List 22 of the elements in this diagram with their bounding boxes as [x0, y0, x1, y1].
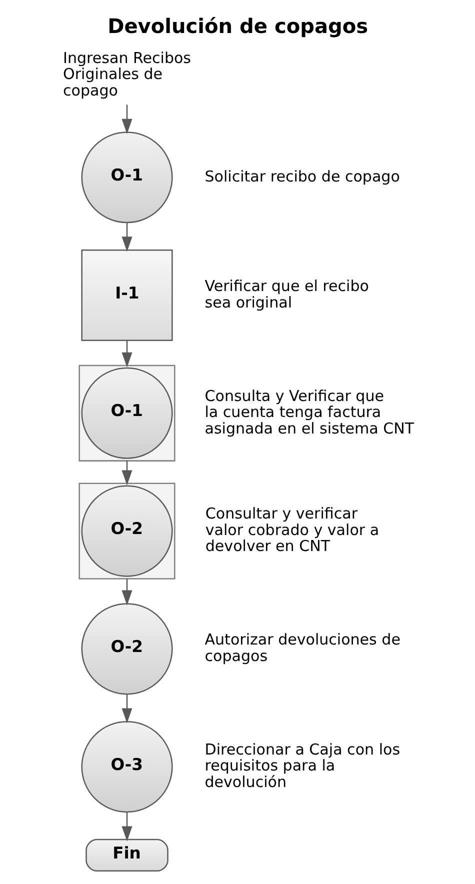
- node-text: Ingresan Recibos Originales de copago: [62, 48, 191, 100]
- node-circle: O-2: [80, 603, 172, 695]
- node-circle: O-1: [80, 132, 172, 224]
- node-label: Consultar y verificar valor cobrado y valor a devolver en CNT: [204, 504, 379, 556]
- arrow: [121, 812, 132, 842]
- arrow: [121, 340, 132, 368]
- node-circle: O-3: [80, 721, 172, 813]
- node-box: Fin: [85, 838, 168, 872]
- arrow: [121, 694, 132, 724]
- node-label: Solicitar recibo de copago: [204, 167, 400, 186]
- diagram-title: Devolución de copagos: [107, 14, 368, 38]
- node-label: Verificar que el recibo sea original: [204, 277, 368, 312]
- node-box: I-1: [80, 250, 172, 342]
- node-label: Autorizar devoluciones de copagos: [204, 630, 400, 665]
- node-circle: O-1: [80, 367, 172, 459]
- node-circle: O-2: [80, 485, 172, 577]
- arrow: [121, 222, 132, 252]
- node-label: Consulta y Verificar que la cuenta tenga factura asignada en el sistema CNT: [204, 386, 414, 438]
- arrow: [121, 578, 132, 606]
- arrow: [121, 460, 132, 486]
- arrow: [121, 104, 132, 134]
- node-label: Direccionar a Caja con los requisitos para la devolución: [204, 740, 400, 792]
